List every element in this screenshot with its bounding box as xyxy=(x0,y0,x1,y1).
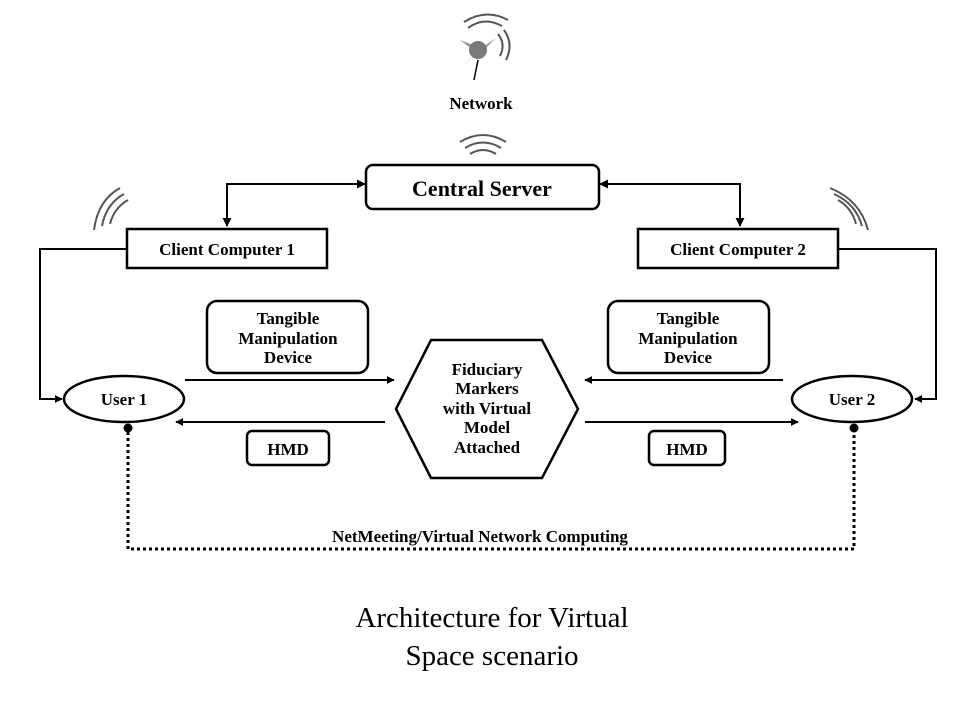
tangible-device-left-box: Tangible Manipulation Device xyxy=(205,299,370,375)
network-label: Network xyxy=(449,94,513,113)
client-computer-1-box: Client Computer 1 xyxy=(125,227,329,270)
netmeeting-label: NetMeeting/Virtual Network Computing xyxy=(332,527,628,546)
user-2-link-dot xyxy=(849,423,859,433)
connector-client-2-user-2 xyxy=(839,248,937,403)
central-server-box: Central Server xyxy=(364,163,601,211)
fiduciary-markers-hexagon: Fiduciary Markers with Virtual Model Att… xyxy=(394,338,580,480)
caption-line-1: Architecture for Virtual xyxy=(355,602,628,634)
markers-line-5: Attached xyxy=(454,438,521,457)
connector-server-client-2 xyxy=(599,179,745,227)
signal-waves-client-1-icon xyxy=(93,187,129,231)
signal-waves-client-2-icon xyxy=(829,187,869,231)
user-2-label: User 2 xyxy=(829,390,875,409)
user-1-node: User 1 xyxy=(62,374,186,424)
tangible-device-right-line-3: Device xyxy=(664,348,713,367)
hmd-right-box: HMD xyxy=(647,429,727,467)
connector-client-1-user-1 xyxy=(39,248,126,403)
signal-waves-server-icon xyxy=(459,134,507,155)
markers-line-3: with Virtual xyxy=(443,399,532,418)
tangible-device-left-line-1: Tangible xyxy=(257,309,320,328)
user-2-node: User 2 xyxy=(790,374,914,424)
tangible-device-left-line-2: Manipulation xyxy=(238,329,338,348)
hmd-left-box: HMD xyxy=(245,429,331,467)
tangible-device-right-line-2: Manipulation xyxy=(638,329,738,348)
tangible-device-right-box: Tangible Manipulation Device xyxy=(606,299,771,375)
netmeeting-dotted-link xyxy=(126,432,856,551)
tangible-device-right-line-1: Tangible xyxy=(657,309,720,328)
user-1-link-dot xyxy=(123,423,133,433)
markers-line-2: Markers xyxy=(455,379,519,398)
connector-server-client-1 xyxy=(222,179,366,227)
user-1-label: User 1 xyxy=(101,390,147,409)
client-computer-2-label: Client Computer 2 xyxy=(670,240,806,259)
central-server-label: Central Server xyxy=(412,176,552,201)
hmd-right-label: HMD xyxy=(666,440,708,459)
client-computer-1-label: Client Computer 1 xyxy=(159,240,295,259)
hmd-left-label: HMD xyxy=(267,440,309,459)
client-computer-2-box: Client Computer 2 xyxy=(636,227,840,270)
satellite-icon xyxy=(460,13,511,81)
tangible-device-left-line-3: Device xyxy=(264,348,313,367)
markers-line-1: Fiduciary xyxy=(452,360,523,379)
markers-line-4: Model xyxy=(464,418,511,437)
caption-line-2: Space scenario xyxy=(405,640,578,672)
